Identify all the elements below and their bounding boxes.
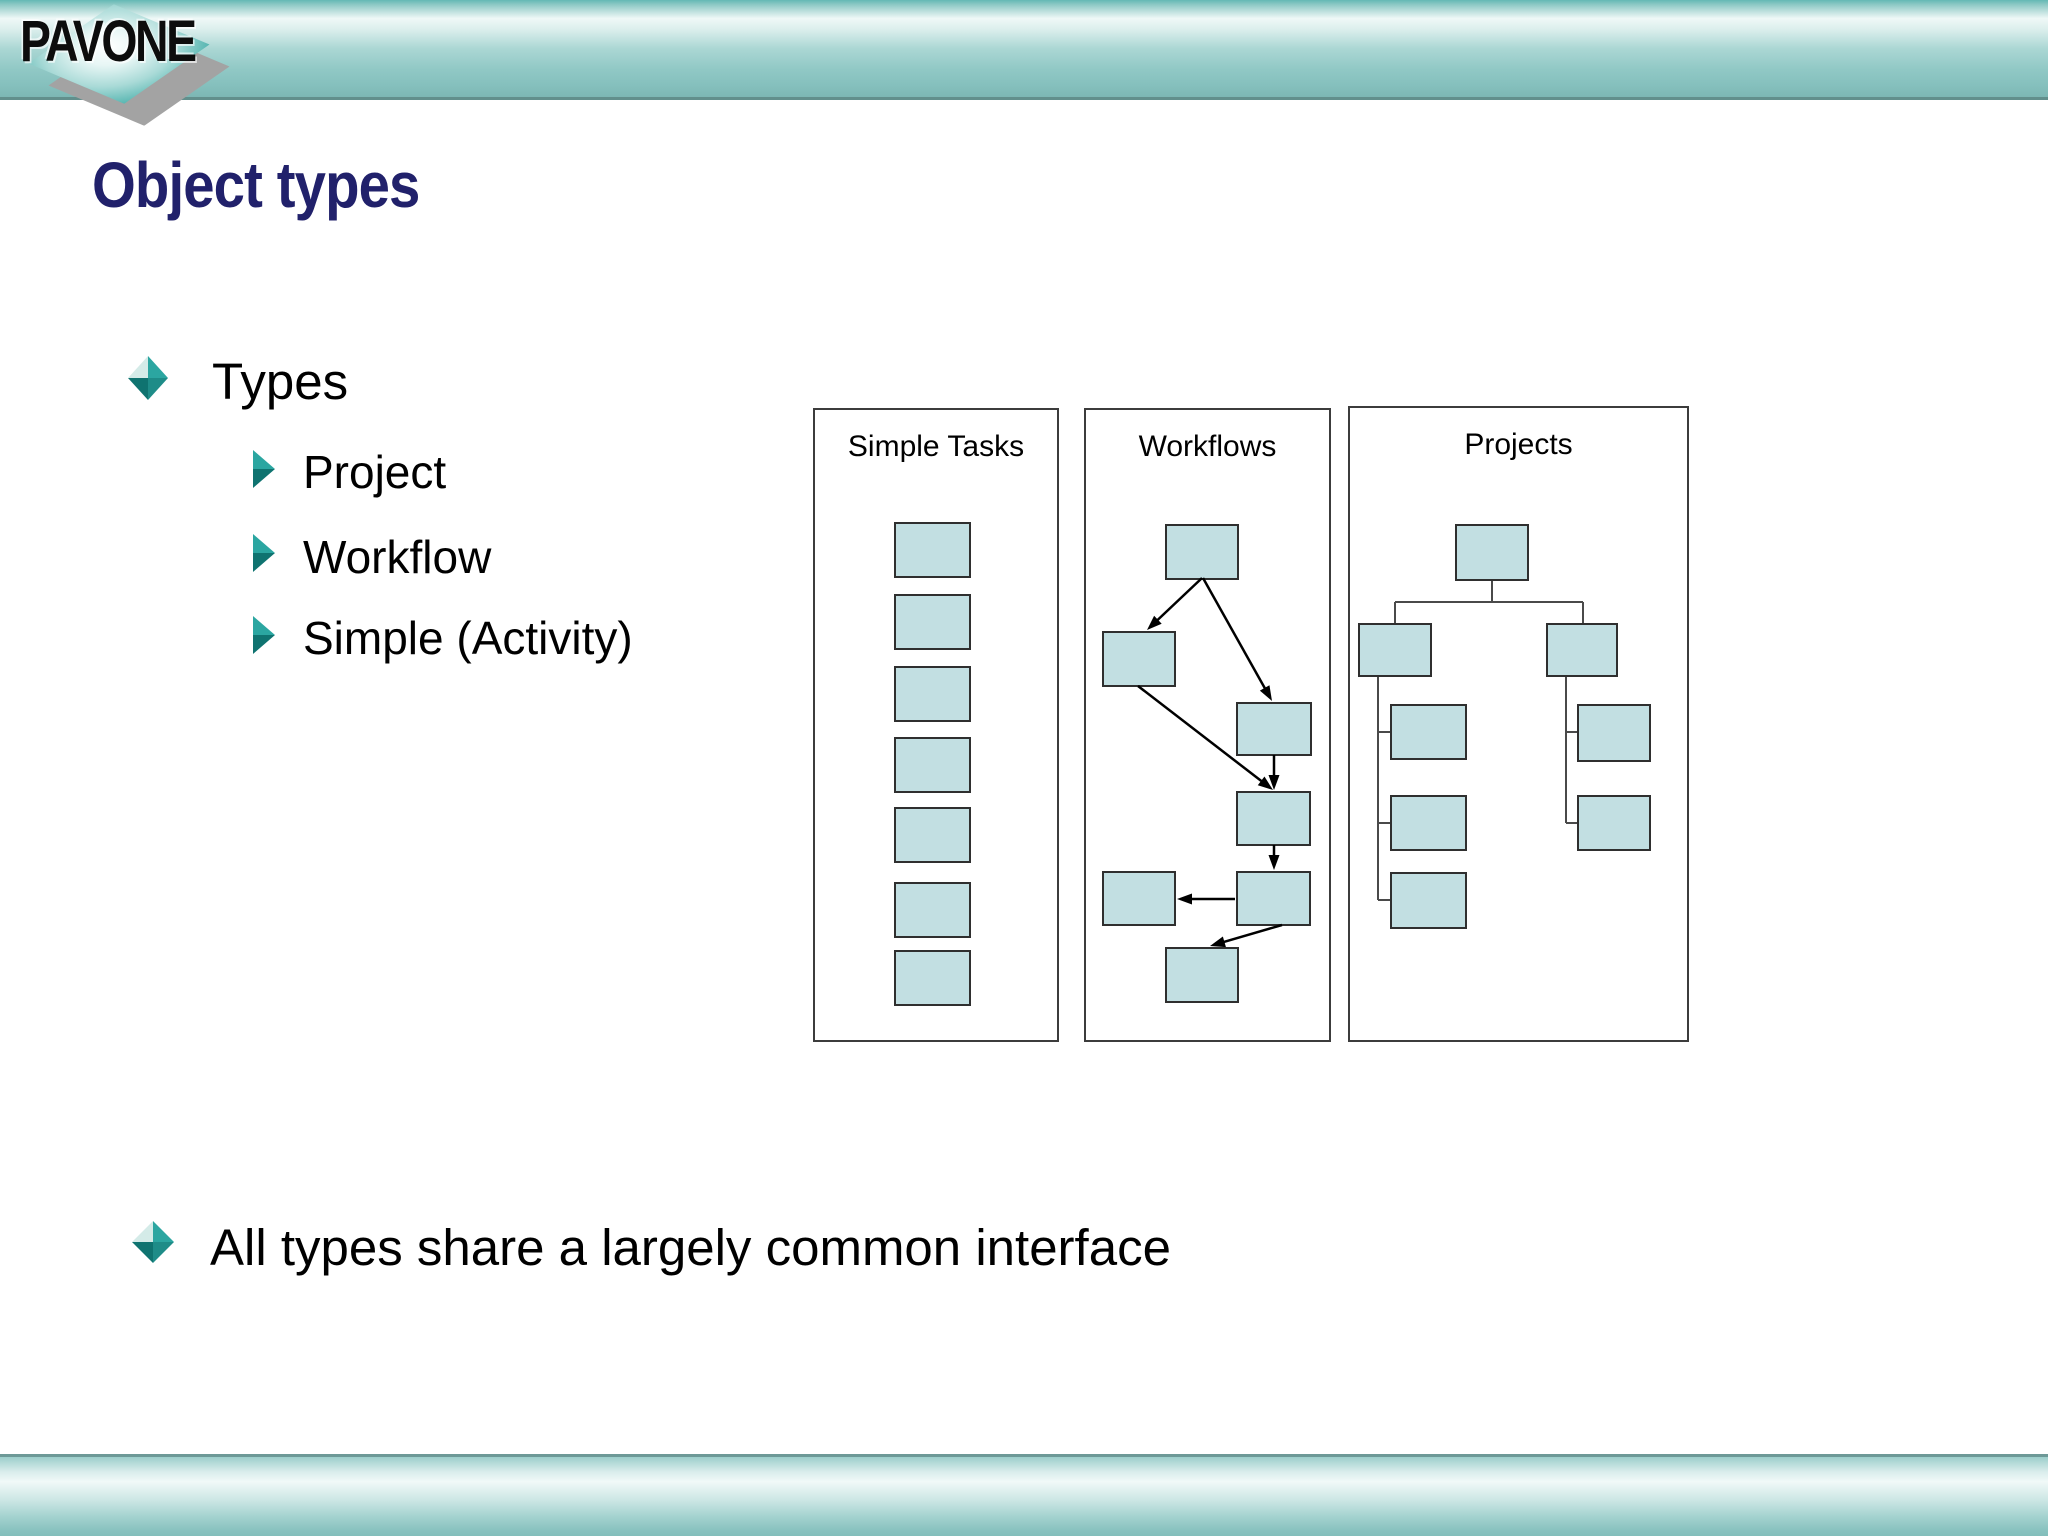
diamond-bullet-icon [132, 1221, 174, 1263]
bullet-common-interface: All types share a largely common interfa… [210, 1219, 1171, 1276]
bottom-gradient-bar [0, 1454, 2048, 1536]
triangle-bullet-icon [253, 616, 275, 654]
bullet-project: Project [303, 446, 447, 498]
simple-tasks-diagram [894, 522, 971, 1006]
bullet-types: Types [212, 353, 349, 410]
panel-simple-tasks: Simple Tasks [813, 408, 1059, 1042]
workflows-diagram [1102, 524, 1312, 1003]
panel-title: Projects [1464, 428, 1573, 461]
panel-title: Workflows [1138, 430, 1277, 463]
bullet-workflow: Workflow [303, 531, 492, 583]
triangle-bullet-icon [253, 450, 275, 488]
page-title: Object types [92, 149, 420, 221]
panel-title: Simple Tasks [847, 430, 1025, 463]
logo-wordmark: PAVONE [20, 9, 197, 74]
panel-workflows: Workflows [1084, 408, 1331, 1042]
pavone-logo: PAVONE [0, 0, 250, 135]
top-gradient-bar [0, 0, 2048, 100]
bullet-simple-activity: Simple (Activity) [303, 612, 633, 664]
diamond-bullet-icon [128, 356, 168, 400]
projects-diagram [1358, 524, 1651, 929]
panel-projects: Projects [1348, 406, 1689, 1042]
triangle-bullet-icon [253, 534, 275, 572]
